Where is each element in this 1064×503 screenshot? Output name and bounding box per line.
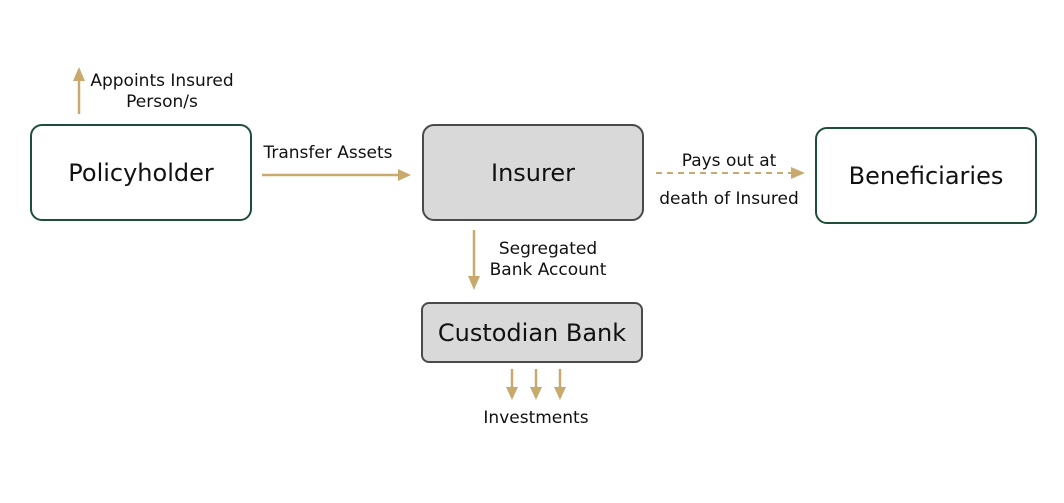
appoints-arrow (73, 67, 85, 114)
policyholder-label: Policyholder (68, 158, 214, 187)
segregated-label-line2: Bank Account (489, 260, 607, 280)
segregated-label-line1: Segregated (498, 239, 598, 259)
custodian-bank-label: Custodian Bank (437, 318, 627, 347)
pays-out-label: Pays out at death of Insured (650, 142, 808, 218)
pays-out-arrow (656, 167, 805, 179)
investments-arrows (506, 369, 566, 400)
transfer-assets-label: Transfer Assets (263, 143, 393, 163)
segregated-account-arrow (468, 230, 480, 290)
custodian-bank-node: Custodian Bank (421, 302, 643, 363)
pays-out-label-line1: Pays out at (681, 151, 777, 171)
appoints-label-line2: Person/s (126, 92, 198, 112)
beneficiaries-label: Beneficiaries (848, 161, 1004, 190)
beneficiaries-node: Beneficiaries (815, 127, 1037, 224)
transfer-assets-arrow (262, 169, 411, 181)
appoints-label-line1: Appoints Insured (90, 71, 234, 91)
pays-out-label-line2: death of Insured (659, 189, 799, 209)
insurer-node: Insurer (422, 124, 644, 221)
insurer-label: Insurer (491, 158, 575, 187)
investments-label: Investments (483, 408, 589, 428)
policyholder-node: Policyholder (30, 124, 252, 221)
segregated-label: Segregated Bank Account (486, 239, 610, 281)
appoints-label: Appoints Insured Person/s (88, 71, 236, 113)
